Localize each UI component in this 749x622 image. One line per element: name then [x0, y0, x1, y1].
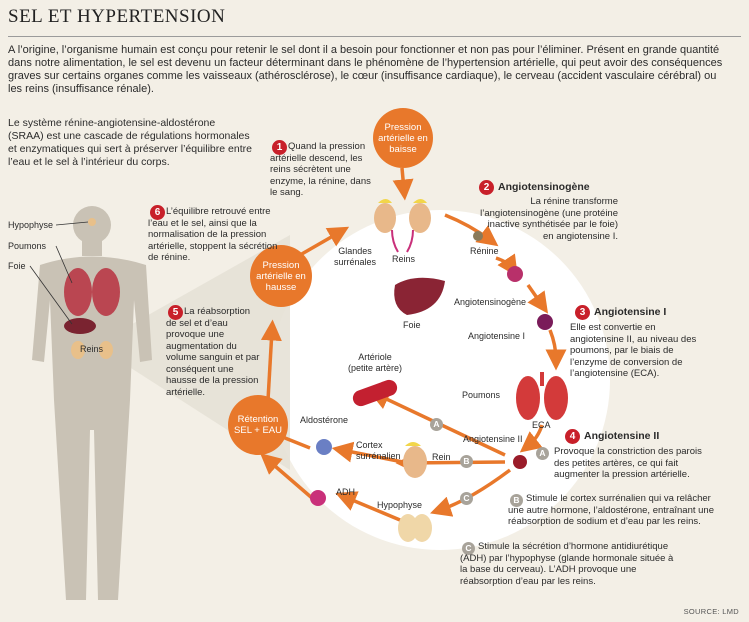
step-3-text: Elle est convertie en angiotensine II, a…: [570, 322, 697, 379]
human-body-silhouette: [32, 206, 152, 600]
step-1-badge: 1: [272, 140, 287, 155]
adh-molecule: [310, 490, 326, 506]
body-lung-right: [92, 268, 120, 316]
step-2-text: La rénine transforme l’angiotensinogène …: [480, 196, 618, 242]
body-label-reins: Reins: [80, 344, 104, 354]
step-6-text: L’équilibre retrouvé entre l’eau et le s…: [148, 206, 278, 263]
kidneys-illustration: [374, 199, 431, 253]
body-label-hypophyse: Hypophyse: [8, 220, 54, 230]
step-6-badge: 6: [150, 205, 165, 220]
body-kidney-left: [71, 341, 85, 359]
source-credit: SOURCE: LMD: [683, 607, 739, 616]
angiotensine2-molecule: [513, 455, 527, 469]
sub-C-badge: C: [462, 542, 475, 555]
body-hypophyse: [88, 218, 96, 226]
label-rein: Rein: [432, 452, 451, 462]
lungs-illustration: [516, 372, 568, 420]
step-4-badge: 4: [565, 429, 580, 444]
renine-molecule: [473, 231, 483, 241]
sub-B-badge: B: [510, 494, 523, 507]
body-liver: [64, 318, 96, 334]
angiotensine1-molecule: [537, 314, 553, 330]
body-kidney-right: [99, 341, 113, 359]
step-3-badge: 3: [575, 305, 590, 320]
sub-A-badge: A: [536, 447, 549, 460]
sraa-paragraph: Le système rénine-angiotensine-aldostéro…: [8, 117, 252, 168]
step-4-title: Angiotensine II: [584, 430, 660, 442]
label-cortex: Cortex surrénalien: [356, 440, 401, 461]
step-2-title: Angiotensinogène: [498, 181, 590, 193]
liver-illustration: [394, 277, 445, 315]
label-poumons: Poumons: [462, 390, 501, 400]
arrow-C-badge: C: [460, 492, 473, 505]
label-angiotensinogene: Angiotensinogène: [454, 297, 527, 307]
label-adh: ADH: [336, 487, 356, 497]
angiotensinogene-molecule: [507, 266, 523, 282]
label-glandes-surrenales: Glandes surrénales: [333, 246, 377, 267]
hypophyse-illustration: [398, 514, 432, 542]
arrow-B-badge: B: [460, 455, 473, 468]
arteriole-illustration: [352, 379, 398, 407]
label-angiotensine1: Angiotensine I: [468, 331, 526, 341]
circle-retention: Rétention SEL + EAU: [228, 395, 288, 455]
circle-pression-baisse: Pression artérielle en baisse: [373, 108, 433, 168]
body-label-poumons: Poumons: [8, 241, 47, 251]
label-renine: Rénine: [470, 246, 499, 256]
rein-cortex-illustration: [403, 442, 427, 478]
aldosterone-molecule: [316, 439, 332, 455]
sub-B-text: Stimule le cortex surrénalien qui va rel…: [508, 493, 714, 527]
step-1-text: Quand la pression artérielle descend, le…: [270, 141, 371, 198]
circle-pression-hausse: Pression artérielle en hausse: [250, 245, 312, 307]
sub-C-text: Stimule la sécrétion d’hormone antidiuré…: [460, 541, 674, 587]
step-5-badge: 5: [168, 305, 183, 320]
step-3-title: Angiotensine I: [594, 306, 667, 318]
sub-A-text: Provoque la constriction des parois des …: [554, 446, 702, 480]
arrow-A-badge: A: [430, 418, 443, 431]
title-divider: [8, 36, 741, 37]
body-pointer-lines: [29, 221, 89, 325]
page-title: SEL ET HYPERTENSION: [8, 6, 226, 27]
intro-paragraph: A l’origine, l’organisme humain est conç…: [8, 44, 723, 95]
label-hypophyse: Hypophyse: [377, 500, 423, 510]
label-arteriole: Artériole (petite artère): [347, 352, 403, 373]
label-eca: ECA: [532, 420, 551, 430]
step-5-text: La réabsorption de sel et d’eau provoque…: [166, 306, 260, 398]
label-aldosterone: Aldostérone: [300, 415, 349, 425]
label-angiotensine2: Angiotensine II: [463, 434, 523, 444]
body-label-foie: Foie: [8, 261, 26, 271]
label-reins: Reins: [392, 254, 416, 264]
step-2-badge: 2: [479, 180, 494, 195]
label-foie: Foie: [403, 320, 421, 330]
